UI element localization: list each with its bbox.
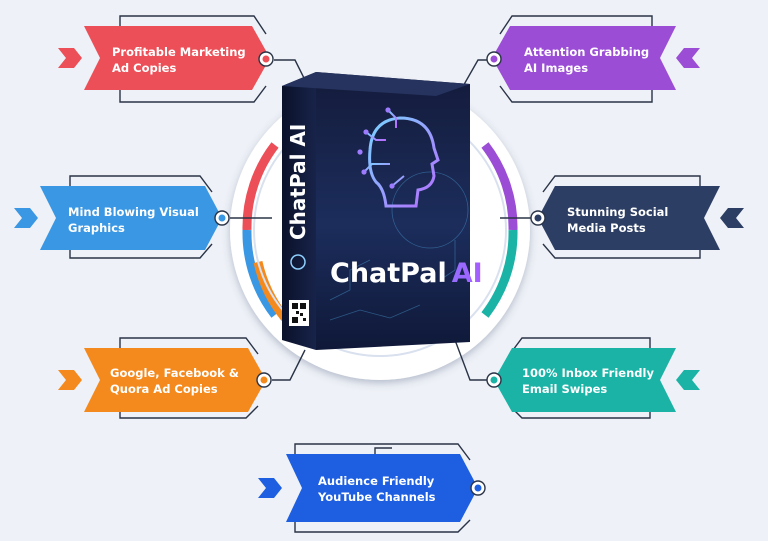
chevron-arrows bbox=[14, 48, 744, 498]
feature-tag-google-fb bbox=[84, 348, 272, 412]
chevron-right-icon bbox=[14, 208, 38, 228]
feature-line-2: Graphics bbox=[68, 221, 125, 235]
feature-label-marketing: Profitable Marketing Ad Copies bbox=[112, 44, 246, 76]
feature-tag-social-media bbox=[530, 186, 720, 250]
feature-label-google-fb: Google, Facebook & Quora Ad Copies bbox=[110, 365, 239, 397]
feature-line-1: Attention Grabbing bbox=[524, 45, 650, 59]
feature-line-2: AI Images bbox=[524, 61, 589, 75]
feature-label-email-swipes: 100% Inbox Friendly Email Swipes bbox=[522, 365, 654, 397]
feature-label-visual-graphics: Mind Blowing Visual Graphics bbox=[68, 204, 199, 236]
feature-line-2: Ad Copies bbox=[112, 61, 177, 75]
feature-line-2: YouTube Channels bbox=[318, 490, 436, 504]
feature-line-1: Audience Friendly bbox=[318, 474, 435, 488]
chevron-left-icon bbox=[720, 208, 744, 228]
ai-head-icon bbox=[357, 107, 440, 208]
feature-line-1: Google, Facebook & bbox=[110, 366, 239, 380]
ai-head-icon bbox=[290, 254, 306, 270]
feature-line-2: Media Posts bbox=[567, 221, 646, 235]
product-name-main: ChatPal bbox=[330, 258, 447, 289]
chevron-left-icon bbox=[676, 370, 700, 390]
feature-line-1: Stunning Social bbox=[567, 205, 669, 219]
feature-label-social-media: Stunning Social Media Posts bbox=[567, 204, 668, 236]
feature-line-1: Profitable Marketing bbox=[112, 45, 246, 59]
feature-tag-marketing bbox=[84, 26, 274, 90]
feature-tag-ai-images bbox=[486, 26, 676, 90]
feature-line-1: 100% Inbox Friendly bbox=[522, 366, 654, 380]
feature-tag-email-swipes bbox=[486, 348, 676, 412]
feature-tag-visual-graphics bbox=[40, 186, 230, 250]
chevron-right-icon bbox=[258, 478, 282, 498]
feature-line-2: Quora Ad Copies bbox=[110, 382, 218, 396]
spine-title: ChatPal AI bbox=[286, 124, 310, 240]
chevron-right-icon bbox=[58, 370, 82, 390]
qr-code-icon bbox=[289, 300, 309, 326]
feature-tag-youtube bbox=[286, 454, 486, 522]
feature-label-youtube: Audience Friendly YouTube Channels bbox=[318, 473, 436, 505]
feature-line-1: Mind Blowing Visual bbox=[68, 205, 199, 219]
product-name-suffix: AI bbox=[452, 258, 483, 289]
feature-line-2: Email Swipes bbox=[522, 382, 608, 396]
chevron-left-icon bbox=[676, 48, 700, 68]
chevron-right-icon bbox=[58, 48, 82, 68]
connector-lines bbox=[69, 15, 701, 533]
feature-label-ai-images: Attention Grabbing AI Images bbox=[524, 44, 649, 76]
